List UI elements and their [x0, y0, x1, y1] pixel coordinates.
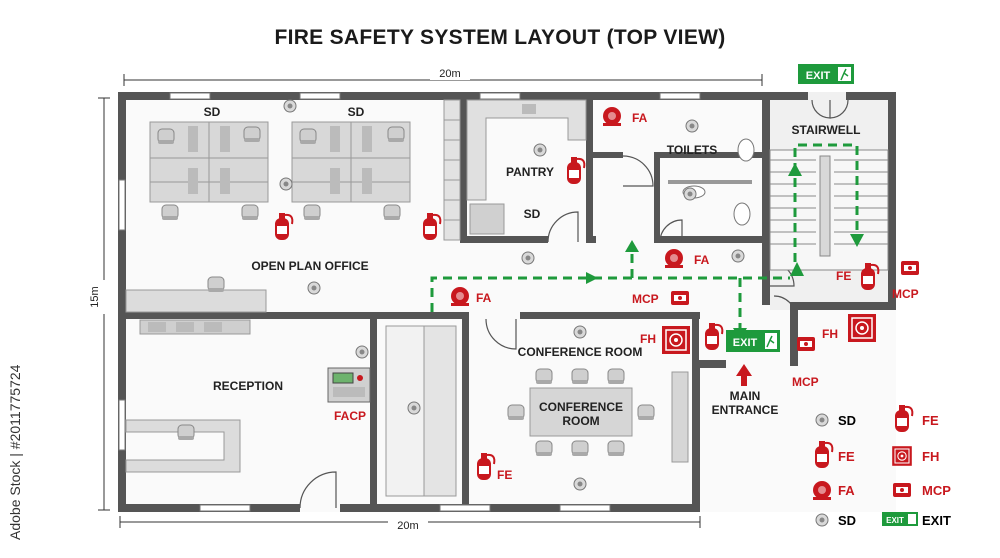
bottom-dimension-line: 20m: [119, 516, 701, 532]
svg-text:EXIT: EXIT: [733, 337, 758, 349]
legend-right-3-label: EXIT: [922, 513, 951, 528]
reception-desk: [125, 419, 241, 473]
conference-table-label-line1: CONFERENCE: [539, 400, 623, 414]
legend-left-1-label: FE: [838, 449, 855, 464]
sd-label-right: SD: [348, 105, 365, 119]
legend-left-3-label: SD: [838, 513, 856, 528]
entrance-arrow-icon: [736, 364, 752, 386]
legend-right-2-label: MCP: [922, 483, 951, 498]
evacuation-route: [430, 143, 859, 330]
left-dimension-label: 15m: [89, 286, 101, 307]
page-title: FIRE SAFETY SYSTEM LAYOUT (TOP VIEW): [274, 26, 725, 49]
corridor-counter: [385, 325, 457, 497]
mcp-label-entrance: MCP: [792, 375, 819, 389]
main-entrance-label-line2: ENTRANCE: [712, 403, 779, 417]
stock-watermark: Adobe Stock | #2011775724: [7, 364, 23, 540]
legend-left-2-label: FA: [838, 483, 855, 498]
legend-right-0-label: FE: [922, 413, 939, 428]
fa-label-office: FA: [476, 291, 492, 305]
room-label-toilets: TOILETS: [667, 143, 717, 157]
windows: [118, 92, 701, 512]
fe-label-conference: FE: [497, 468, 512, 482]
room-label-conference-room: CONFERENCE ROOM: [518, 345, 643, 359]
stair-treads: [769, 149, 889, 271]
door-swings: [299, 99, 849, 509]
fa-label-corridor: FA: [694, 253, 710, 267]
sd-label-pantry: SD: [524, 207, 541, 221]
legend-right-1-label: FH: [922, 449, 939, 464]
fe-label-stair: FE: [836, 269, 851, 283]
desk-cluster-right: [291, 121, 411, 221]
sd-label-left: SD: [204, 105, 221, 119]
room-label-reception: RECEPTION: [213, 379, 283, 393]
conference-table: [507, 368, 689, 463]
legend-left-0-label: SD: [838, 413, 856, 428]
svg-text:EXIT: EXIT: [806, 70, 831, 82]
room-label-pantry: PANTRY: [506, 165, 554, 179]
room-label-stairwell: STAIRWELL: [792, 123, 861, 137]
fh-label-stair: FH: [822, 327, 838, 341]
svg-text:EXIT: EXIT: [886, 516, 904, 525]
bottom-dimension-label: 20m: [397, 520, 418, 532]
pantry-counter: [466, 99, 587, 235]
fh-label-conference: FH: [640, 332, 656, 346]
interior-walls: [126, 100, 770, 504]
legend: SD FE FA SD FE FH MCP EXIT EXIT: [813, 404, 951, 528]
facp-label: FACP: [334, 409, 366, 423]
conference-table-label-line2: ROOM: [562, 414, 599, 428]
facp-panel-icon: [327, 367, 371, 403]
top-dimension-label: 20m: [439, 68, 460, 80]
left-dimension-line: 15m: [89, 97, 110, 511]
exit-sign-entrance: EXIT: [726, 330, 780, 352]
counter-top: [125, 276, 267, 335]
shelving: [443, 99, 461, 241]
desk-cluster-left: [149, 121, 269, 221]
main-entrance-label-line1: MAIN: [730, 389, 761, 403]
fa-label-toilets: FA: [632, 111, 648, 125]
mcp-label-corridor: MCP: [632, 292, 659, 306]
room-label-open-plan-office: OPEN PLAN OFFICE: [251, 259, 368, 273]
exit-sign-top: EXIT: [798, 64, 854, 84]
mcp-label-outside: MCP: [892, 287, 919, 301]
top-dimension-line: 20m: [123, 66, 763, 86]
